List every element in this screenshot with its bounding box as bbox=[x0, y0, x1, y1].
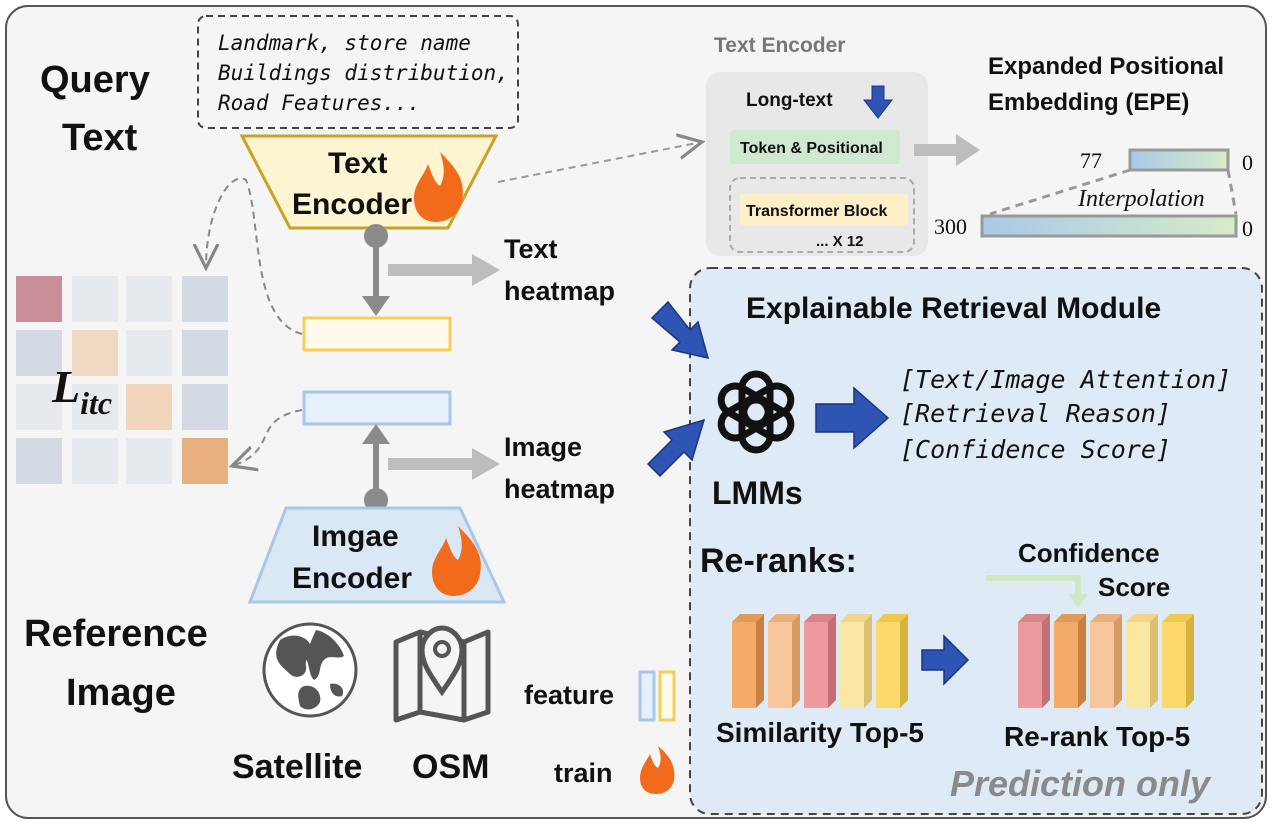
epe-title-line2: Embedding (EPE) bbox=[988, 89, 1189, 116]
fire-icon bbox=[640, 746, 675, 794]
text-heatmap-label-2: heatmap bbox=[504, 276, 615, 306]
query-title-line1: Query bbox=[40, 59, 150, 101]
epe-interpolation: Interpolation bbox=[1077, 186, 1205, 212]
token-positional-label: Token & Positional bbox=[740, 140, 883, 157]
map-pin-icon bbox=[393, 625, 491, 723]
image-feature-link bbox=[232, 409, 303, 466]
text-feature-bar bbox=[302, 316, 452, 352]
image-encoder-label-2: Encoder bbox=[292, 562, 412, 595]
similarity-item bbox=[732, 614, 764, 708]
text-encoder-label-1: Text bbox=[328, 147, 387, 180]
image-to-lmm-arrow bbox=[646, 418, 706, 478]
image-heatmap-label-1: Image bbox=[504, 432, 582, 462]
query-example-2: Buildings distribution, bbox=[218, 61, 509, 85]
epe-long-bar bbox=[980, 214, 1238, 238]
transformer-group bbox=[729, 177, 915, 253]
text-encoder-label-2: Encoder bbox=[292, 188, 412, 221]
confidence-score-label-1: Confidence bbox=[1018, 538, 1160, 568]
rerank-item bbox=[1162, 614, 1194, 708]
token-positional-block bbox=[730, 130, 900, 164]
similarity-item bbox=[840, 614, 872, 708]
query-example-3: Road Features... bbox=[218, 91, 420, 115]
rerank-top5 bbox=[1018, 614, 1194, 708]
long-text-label: Long-text bbox=[746, 90, 833, 111]
rerank-item bbox=[1090, 614, 1122, 708]
rerank-item bbox=[1126, 614, 1158, 708]
legend-text-feature-swatch bbox=[658, 670, 676, 722]
similarity-item bbox=[768, 614, 800, 708]
output-confidence: [Confidence Score] bbox=[900, 435, 1171, 464]
image-feature-bar bbox=[302, 390, 452, 426]
fire-icon bbox=[432, 526, 481, 596]
legend-image-feature-swatch bbox=[638, 670, 656, 722]
rerank-title: Re-ranks: bbox=[700, 542, 857, 580]
prediction-only-note: Prediction only bbox=[950, 763, 1212, 804]
epe-long-length: 300 bbox=[934, 214, 967, 239]
image-encoder-label-1: Imgae bbox=[312, 520, 399, 553]
rerank-item bbox=[1018, 614, 1050, 708]
epe-arrow bbox=[914, 134, 980, 166]
query-title-line2: Text bbox=[62, 117, 138, 159]
reference-title-line2: Image bbox=[66, 672, 176, 714]
loss-symbol: Litc bbox=[51, 361, 112, 421]
similarity-matrix bbox=[16, 276, 228, 484]
epe-short-bar bbox=[1128, 148, 1230, 172]
similarity-top5-label: Similarity Top-5 bbox=[716, 717, 924, 748]
query-example-1: Landmark, store name bbox=[218, 31, 471, 55]
legend-train-label: train bbox=[554, 758, 613, 788]
text-heatmap-label-1: Text bbox=[504, 234, 558, 264]
lmm-label: LMMs bbox=[712, 475, 803, 511]
epe-zero-bottom: 0 bbox=[1242, 216, 1253, 241]
transformer-block-label: Transformer Block bbox=[746, 203, 887, 220]
long-text-arrow bbox=[862, 85, 894, 119]
legend-feature-label: feature bbox=[524, 680, 614, 710]
image-heatmap-label-2: heatmap bbox=[504, 474, 615, 504]
text-heatmap-arrow bbox=[388, 254, 500, 286]
similarity-item bbox=[876, 614, 908, 708]
globe-icon bbox=[262, 622, 358, 718]
rerank-top5-label: Re-rank Top-5 bbox=[1004, 721, 1190, 752]
confidence-arrow bbox=[986, 575, 1081, 596]
lmm-logo-icon bbox=[717, 370, 795, 454]
similarity-item bbox=[804, 614, 836, 708]
satellite-label: Satellite bbox=[232, 748, 362, 786]
output-reason: [Retrieval Reason] bbox=[900, 399, 1171, 428]
epe-title-line1: Expanded Positional bbox=[988, 53, 1224, 80]
lmm-output-arrow bbox=[815, 386, 890, 450]
image-heatmap-arrow bbox=[388, 448, 500, 480]
query-examples-box bbox=[197, 15, 519, 129]
osm-label: OSM bbox=[412, 748, 489, 786]
similarity-top5 bbox=[732, 614, 908, 708]
epe-zero-top: 0 bbox=[1242, 150, 1253, 175]
text-encoder-detail-link bbox=[497, 142, 702, 183]
output-attention: [Text/Image Attention] bbox=[900, 365, 1231, 394]
rerank-item bbox=[1054, 614, 1086, 708]
text-to-lmm-arrow bbox=[650, 300, 710, 360]
confidence-score-label-2: Score bbox=[1098, 572, 1170, 602]
reference-title-line1: Reference bbox=[24, 613, 208, 655]
transformer-repeat-label: ... X 12 bbox=[816, 233, 864, 250]
text-node bbox=[364, 224, 388, 248]
transformer-block bbox=[740, 194, 908, 226]
fire-icon bbox=[414, 152, 463, 222]
epe-short-length: 77 bbox=[1080, 148, 1102, 173]
image-node bbox=[364, 488, 388, 512]
text-encoder-detail-title: Text Encoder bbox=[714, 34, 845, 57]
module-title: Explainable Retrieval Module bbox=[746, 292, 1161, 325]
rerank-arrow bbox=[921, 634, 970, 686]
